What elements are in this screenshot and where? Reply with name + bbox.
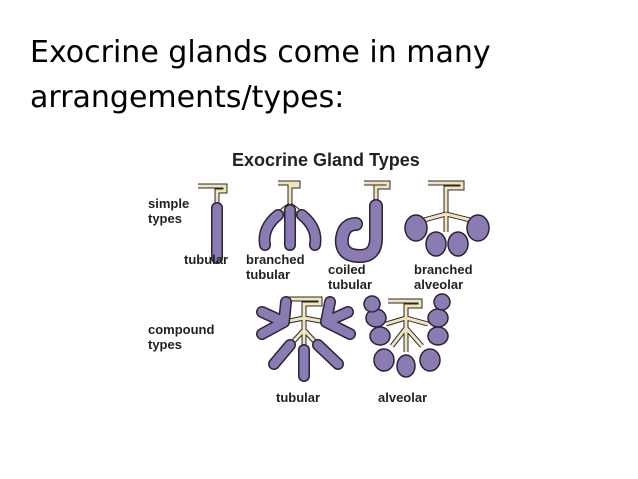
label-branched-tubular: branched tubular bbox=[246, 252, 305, 282]
compound-tubular-gland bbox=[256, 296, 356, 382]
title-line-1: Exocrine glands come in many bbox=[30, 35, 491, 70]
coiled-tubular-gland bbox=[334, 180, 391, 264]
compound-types-label: compound types bbox=[148, 322, 215, 352]
title-line-2: arrangements/types: bbox=[30, 80, 345, 115]
slide-title: Exocrine glands come in many arrangement… bbox=[30, 30, 620, 120]
simple-types-label: simple types bbox=[148, 196, 190, 226]
figure-title: Exocrine Gland Types bbox=[232, 150, 420, 170]
branched-tubular-gland bbox=[258, 180, 322, 251]
label-simple-tubular: tubular bbox=[184, 252, 229, 267]
label-compound-alveolar: alveolar bbox=[378, 390, 428, 405]
branched-alveolar-gland bbox=[404, 180, 490, 257]
label-coiled-tubular: coiled tubular bbox=[328, 262, 373, 292]
simple-tubular-gland bbox=[198, 183, 228, 264]
compound-alveolar-gland bbox=[363, 293, 451, 378]
label-branched-alveolar: branched alveolar bbox=[414, 262, 473, 292]
label-compound-tubular: tubular bbox=[276, 390, 321, 405]
